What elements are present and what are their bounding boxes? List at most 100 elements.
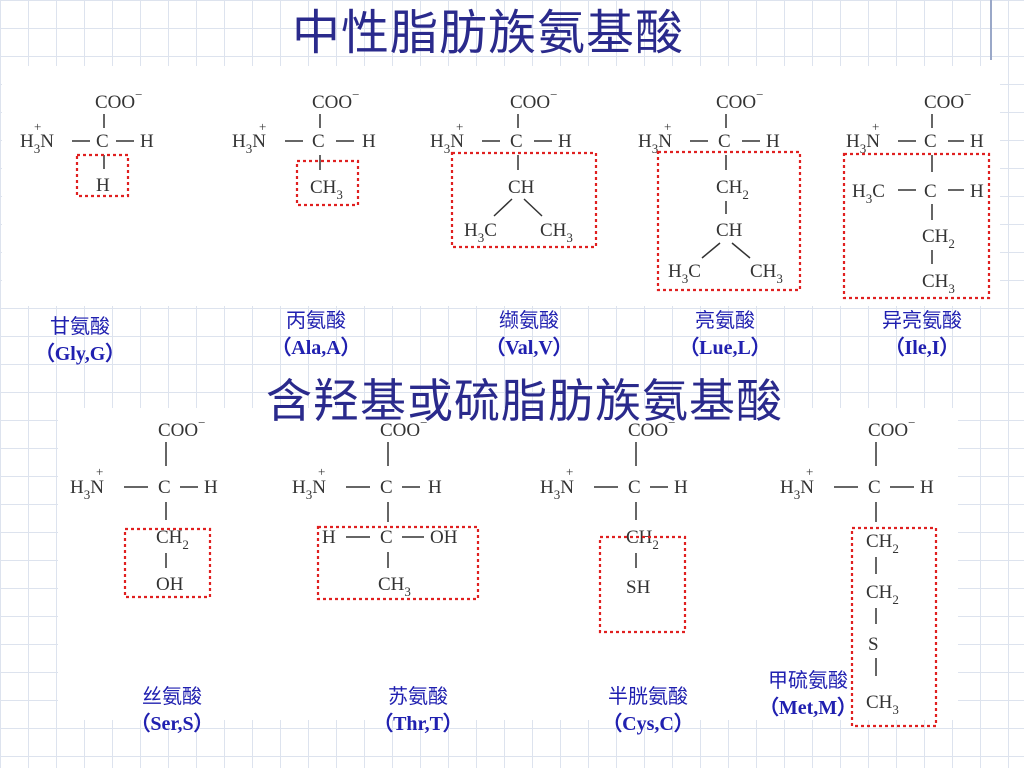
svg-text:+: +	[318, 464, 325, 479]
code-isoleucine: （Ile,I）	[884, 337, 960, 359]
svg-text:C: C	[312, 131, 325, 152]
svg-text:+: +	[456, 119, 463, 134]
label-leucine: 亮氨酸 （Lue,L）	[665, 308, 785, 362]
svg-text:H: H	[140, 131, 154, 152]
svg-text:COO−: COO−	[716, 87, 763, 113]
label-isoleucine: 异亮氨酸 （Ile,I）	[862, 308, 982, 362]
svg-text:COO−: COO−	[312, 87, 359, 113]
structure-isoleucine: COO− H3N + C H H3C C H CH2 CH3	[842, 87, 991, 300]
svg-text:CH3: CH3	[378, 574, 411, 599]
structure-valine: COO− H3N + C H CH H3C CH3	[430, 87, 598, 249]
code-valine: （Val,V）	[485, 337, 573, 359]
svg-text:S: S	[868, 634, 879, 655]
top-panel	[2, 66, 1000, 306]
label-glycine: 甘氨酸 （Gly,G）	[20, 314, 140, 368]
svg-text:H: H	[322, 527, 336, 548]
name-isoleucine: 异亮氨酸	[882, 310, 962, 332]
name-threonine: 苏氨酸	[388, 686, 448, 708]
svg-text:H3C: H3C	[668, 261, 701, 286]
label-threonine: 苏氨酸 （Thr,T）	[358, 684, 478, 738]
svg-text:+: +	[872, 119, 879, 134]
svg-text:COO−: COO−	[628, 415, 675, 441]
svg-text:CH3: CH3	[540, 220, 573, 245]
svg-text:CH2: CH2	[626, 527, 659, 552]
svg-text:H: H	[96, 175, 110, 196]
svg-text:CH2: CH2	[922, 226, 955, 251]
structure-threonine: COO− H3N + C H H C OH CH3	[292, 415, 480, 601]
code-serine: （Ser,S）	[130, 713, 214, 735]
svg-text:C: C	[510, 131, 523, 152]
svg-text:+: +	[566, 464, 573, 479]
svg-text:COO−: COO−	[868, 415, 915, 441]
label-serine: 丝氨酸 （Ser,S）	[112, 684, 232, 738]
svg-text:C: C	[924, 131, 937, 152]
svg-text:+: +	[664, 119, 671, 134]
bottom-panel	[58, 408, 958, 720]
svg-text:COO−: COO−	[158, 415, 205, 441]
svg-text:+: +	[96, 464, 103, 479]
code-glycine: （Gly,G）	[34, 343, 126, 365]
svg-text:H3N: H3N	[846, 131, 880, 156]
label-cysteine: 半胱氨酸 （Cys,C）	[588, 684, 708, 738]
svg-text:H3N: H3N	[70, 477, 104, 502]
svg-text:C: C	[924, 181, 937, 202]
svg-text:OH: OH	[156, 574, 184, 595]
svg-text:H: H	[674, 477, 688, 498]
svg-text:H3N: H3N	[232, 131, 266, 156]
svg-text:C: C	[158, 477, 171, 498]
svg-text:C: C	[96, 131, 109, 152]
code-leucine: （Lue,L）	[679, 337, 771, 359]
name-glycine: 甘氨酸	[50, 316, 110, 338]
section-title-hydroxyl-sulfur: 含羟基或硫脂肪族氨基酸	[266, 374, 783, 428]
structure-alanine: COO− H3N + C H CH3	[232, 87, 376, 207]
svg-text:H3N: H3N	[638, 131, 672, 156]
svg-text:H: H	[362, 131, 376, 152]
structure-serine: COO− H3N + C H CH2 OH	[70, 415, 218, 599]
svg-text:H: H	[428, 477, 442, 498]
svg-text:H3C: H3C	[852, 181, 885, 206]
svg-text:H3C: H3C	[464, 220, 497, 245]
svg-text:H: H	[558, 131, 572, 152]
svg-text:CH2: CH2	[156, 527, 189, 552]
name-valine: 缬氨酸	[499, 310, 559, 332]
svg-text:CH2: CH2	[716, 177, 749, 202]
svg-text:CH2: CH2	[866, 531, 899, 556]
code-cysteine: （Cys,C）	[602, 713, 694, 735]
svg-text:CH3: CH3	[922, 271, 955, 296]
svg-text:SH: SH	[626, 577, 651, 598]
svg-text:CH2: CH2	[866, 582, 899, 607]
structure-leucine: COO− H3N + C H CH2 CH H3C CH3	[638, 87, 802, 292]
svg-text:+: +	[259, 119, 266, 134]
svg-text:COO−: COO−	[380, 415, 427, 441]
name-alanine: 丙氨酸	[286, 310, 346, 332]
code-threonine: （Thr,T）	[373, 713, 463, 735]
svg-text:CH3: CH3	[750, 261, 783, 286]
name-methionine: 甲硫氨酸	[768, 670, 848, 692]
svg-text:OH: OH	[430, 527, 458, 548]
svg-text:COO−: COO−	[95, 87, 142, 113]
name-cysteine: 半胱氨酸	[608, 686, 688, 708]
name-leucine: 亮氨酸	[695, 310, 755, 332]
svg-text:H3N: H3N	[20, 131, 54, 156]
svg-text:H: H	[920, 477, 934, 498]
svg-text:H3N: H3N	[430, 131, 464, 156]
label-valine: 缬氨酸 （Val,V）	[469, 308, 589, 362]
svg-text:H: H	[970, 131, 984, 152]
svg-text:C: C	[868, 477, 881, 498]
label-alanine: 丙氨酸 （Ala,A）	[256, 308, 376, 362]
label-methionine: 甲硫氨酸 （Met,M）	[748, 668, 868, 722]
svg-text:H: H	[766, 131, 780, 152]
code-alanine: （Ala,A）	[271, 337, 361, 359]
svg-text:CH: CH	[716, 220, 743, 241]
svg-text:CH: CH	[508, 177, 535, 198]
svg-text:+: +	[34, 119, 41, 134]
svg-text:CH3: CH3	[310, 177, 343, 202]
structure-cysteine: COO− H3N + C H CH2 SH	[540, 415, 688, 634]
svg-text:H3N: H3N	[292, 477, 326, 502]
svg-text:C: C	[718, 131, 731, 152]
name-serine: 丝氨酸	[142, 686, 202, 708]
svg-text:CH3: CH3	[866, 692, 899, 717]
svg-text:C: C	[628, 477, 641, 498]
svg-text:H3N: H3N	[540, 477, 574, 502]
